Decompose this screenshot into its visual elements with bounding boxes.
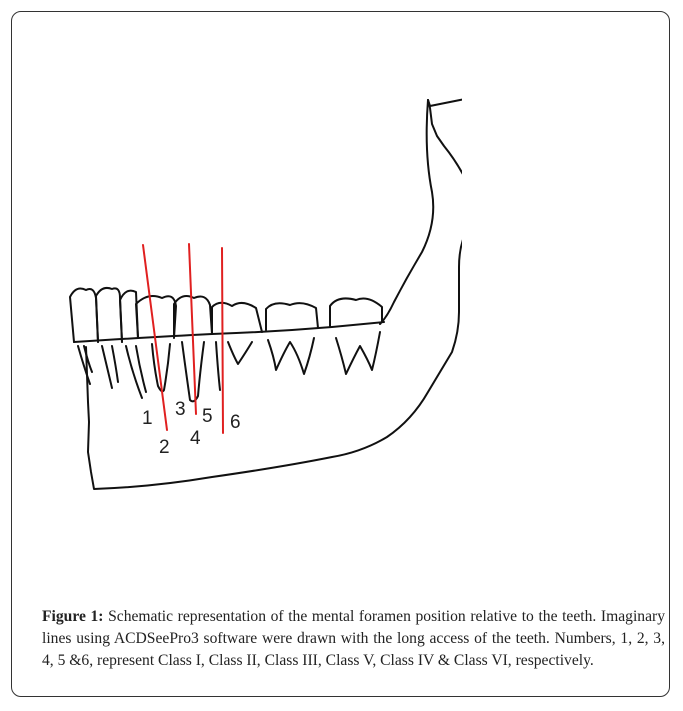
- crown-2: [96, 288, 122, 342]
- class-number-5: 5: [202, 406, 213, 427]
- crown-8: [330, 298, 382, 326]
- root-1: [78, 346, 92, 384]
- ramus-anterior-edge: [380, 100, 433, 324]
- class-number-4: 4: [190, 428, 201, 449]
- class-number-2: 2: [159, 437, 170, 458]
- root-6: [216, 342, 252, 390]
- figure-label: Figure 1:: [42, 608, 104, 625]
- mandible-outline: [86, 96, 462, 489]
- root-3: [126, 346, 146, 398]
- crown-1: [70, 289, 98, 342]
- crown-7: [266, 303, 318, 330]
- figure-caption: Figure 1: Schematic representation of th…: [42, 606, 665, 672]
- crown-6: [212, 303, 262, 334]
- crown-3: [120, 291, 138, 342]
- crown-4: [136, 296, 176, 338]
- class-number-6: 6: [230, 412, 241, 433]
- condyle: [428, 98, 462, 108]
- root-2: [102, 346, 118, 388]
- axis-line-3: [222, 248, 223, 433]
- mandible-schematic: 1 2 3 4 5 6: [42, 57, 462, 507]
- class-number-1: 1: [142, 408, 153, 429]
- figure-caption-text: Schematic representation of the mental f…: [42, 608, 665, 669]
- root-8: [336, 332, 380, 374]
- figure-frame: 1 2 3 4 5 6 Figure 1: Schematic represen…: [11, 11, 670, 697]
- class-number-3: 3: [175, 399, 186, 420]
- root-7: [268, 338, 314, 374]
- axis-line-2: [189, 244, 196, 414]
